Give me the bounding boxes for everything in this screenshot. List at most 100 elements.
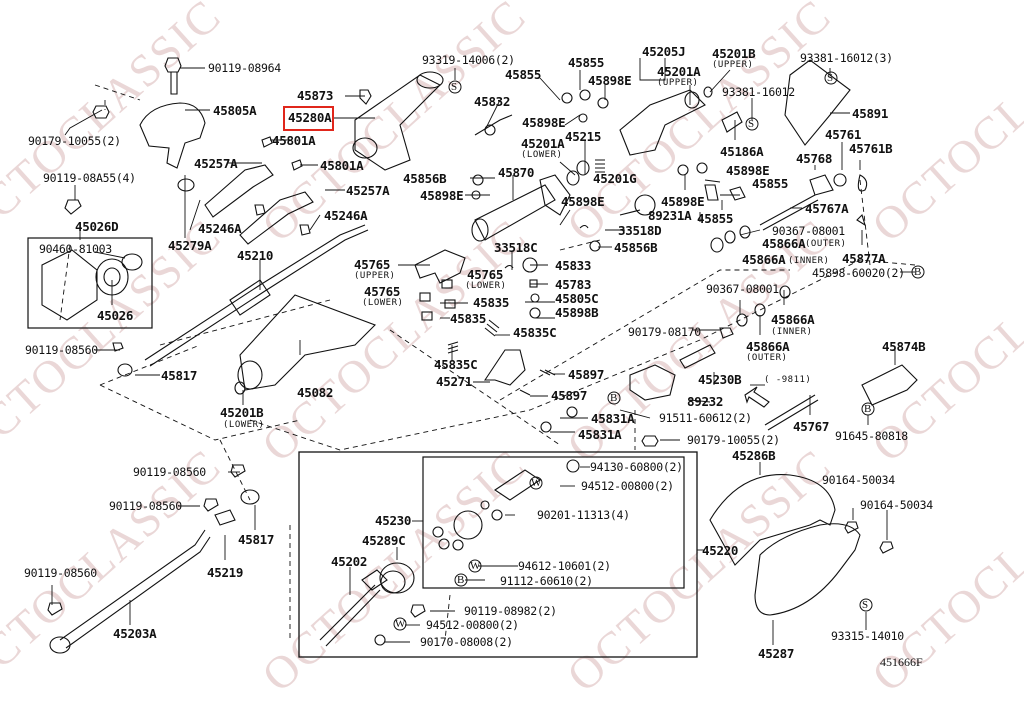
part-label[interactable]: 45898E [661, 194, 705, 209]
part-label[interactable]: 93381-16012(3) [800, 51, 893, 65]
part-label[interactable]: 45866A [762, 236, 806, 251]
part-label[interactable]: 45765 [364, 284, 401, 299]
part-label[interactable]: 45855 [505, 67, 542, 82]
part-label[interactable]: 45855 [752, 176, 789, 191]
part-label[interactable]: 94512-00800(2) [426, 618, 519, 632]
part-label[interactable]: 45765 [354, 257, 391, 272]
part-label[interactable]: 45801A [320, 158, 364, 173]
part-label[interactable]: 45856B [614, 240, 658, 255]
part-label[interactable]: 33518D [618, 223, 662, 238]
part-label[interactable]: 45898B [555, 305, 599, 320]
part-label[interactable]: 45817 [238, 532, 275, 547]
part-label[interactable]: 45898E [420, 188, 464, 203]
part-label[interactable]: 91511-60612(2) [659, 411, 752, 425]
part-label[interactable]: 45765 [467, 267, 504, 282]
part-label[interactable]: 45246A [198, 221, 242, 236]
part-label[interactable]: 45873 [297, 88, 334, 103]
part-label[interactable]: 45215 [565, 129, 602, 144]
part-label[interactable]: 45767A [805, 201, 849, 216]
part-label[interactable]: 45898E [588, 73, 632, 88]
part-label[interactable]: 45817 [161, 368, 198, 383]
part-label[interactable]: 90119-08560 [133, 465, 206, 479]
part-label[interactable]: 90170-08008(2) [420, 635, 513, 649]
part-label[interactable]: 45833 [555, 258, 592, 273]
part-label[interactable]: 45220 [702, 543, 739, 558]
part-label[interactable]: 45257A [346, 183, 390, 198]
part-label[interactable]: 45898E [561, 194, 605, 209]
part-label[interactable]: 45082 [297, 385, 334, 400]
part-label[interactable]: 90119-08A55(4) [43, 171, 136, 185]
part-label[interactable]: 45289C [362, 533, 406, 548]
part-label[interactable]: 91645-80818 [835, 429, 908, 443]
part-label[interactable]: 45210 [237, 248, 274, 263]
part-label[interactable]: 45835 [450, 311, 487, 326]
part-label[interactable]: 45230B [698, 372, 742, 387]
part-label[interactable]: 45767 [793, 419, 830, 434]
part-label[interactable]: 90179-08170 [628, 325, 701, 339]
part-label[interactable]: 45831A [591, 411, 635, 426]
part-label[interactable]: 90119-08964 [208, 61, 281, 75]
part-label[interactable]: 91112-60610(2) [500, 574, 593, 588]
part-label[interactable]: 45026D [75, 219, 119, 234]
part-label[interactable]: 90179-10055(2) [28, 134, 121, 148]
part-label[interactable]: 89231A [648, 208, 692, 223]
part-label[interactable]: 90201-11313(4) [537, 508, 630, 522]
part-label[interactable]: 45761B [849, 141, 893, 156]
part-label[interactable]: 45271 [436, 374, 473, 389]
part-label[interactable]: 45201B [220, 405, 264, 420]
part-label[interactable]: 45246A [324, 208, 368, 223]
part-label[interactable]: 45877A [842, 251, 886, 266]
part-label[interactable]: 45203A [113, 626, 157, 641]
part-label[interactable]: 45898E [522, 115, 566, 130]
part-label[interactable]: 94612-10601(2) [518, 559, 611, 573]
part-label[interactable]: 45897 [551, 388, 588, 403]
part-label[interactable]: 90367-08001 [772, 224, 845, 238]
part-label[interactable]: 45898-60020(2) [812, 266, 905, 280]
part-label[interactable]: 45832 [474, 94, 511, 109]
part-label[interactable]: 45866A [771, 312, 815, 327]
part-label[interactable]: 45287 [758, 646, 795, 661]
part-label[interactable]: 90164-50034 [860, 498, 933, 512]
part-label[interactable]: 45201B [712, 46, 756, 61]
part-label[interactable]: 93315-14010 [831, 629, 904, 643]
part-label[interactable]: 45831A [578, 427, 622, 442]
part-label[interactable]: 45805A [213, 103, 257, 118]
part-label[interactable]: 90119-08982(2) [464, 604, 557, 618]
part-label[interactable]: 45761 [825, 127, 862, 142]
part-label[interactable]: 45866A [746, 339, 790, 354]
part-label[interactable]: 45805C [555, 291, 599, 306]
part-label[interactable]: 45891 [852, 106, 889, 121]
part-label[interactable]: 94512-00800(2) [581, 479, 674, 493]
part-label[interactable]: 45186A [720, 144, 764, 159]
part-label[interactable]: 45855 [568, 55, 605, 70]
part-label[interactable]: 90460-81003 [39, 242, 112, 256]
part-label[interactable]: 45855 [697, 211, 734, 226]
part-label-highlighted[interactable]: 45280A [288, 110, 332, 125]
part-label[interactable]: 93381-16012 [722, 85, 795, 99]
part-label[interactable]: 45898E [726, 163, 770, 178]
part-label[interactable]: 45856B [403, 171, 447, 186]
part-label[interactable]: 45279A [168, 238, 212, 253]
part-label[interactable]: 45874B [882, 339, 926, 354]
part-label[interactable]: 90367-08001 [706, 282, 779, 296]
part-label[interactable]: 45870 [498, 165, 535, 180]
part-label[interactable]: 45026 [97, 308, 134, 323]
part-label[interactable]: 45835C [434, 357, 478, 372]
part-label[interactable]: 45286B [732, 448, 776, 463]
part-label[interactable]: 94130-60800(2) [590, 460, 683, 474]
part-label[interactable]: 90164-50034 [822, 473, 895, 487]
part-label[interactable]: 45201G [593, 171, 637, 186]
part-label[interactable]: 45768 [796, 151, 833, 166]
part-label[interactable]: 45219 [207, 565, 244, 580]
part-label[interactable]: 33518C [494, 240, 538, 255]
part-label[interactable]: 90119-08560 [24, 566, 97, 580]
part-label[interactable]: 45201A [521, 136, 565, 151]
part-label[interactable]: 90119-08560 [25, 343, 98, 357]
part-label[interactable]: 93319-14006(2) [422, 53, 515, 67]
part-label[interactable]: 45835C [513, 325, 557, 340]
part-label[interactable]: 45801A [272, 133, 316, 148]
part-label[interactable]: 45783 [555, 277, 592, 292]
part-label[interactable]: 45205J [642, 44, 686, 59]
part-label[interactable]: 90179-10055(2) [687, 433, 780, 447]
part-label[interactable]: 45835 [473, 295, 510, 310]
